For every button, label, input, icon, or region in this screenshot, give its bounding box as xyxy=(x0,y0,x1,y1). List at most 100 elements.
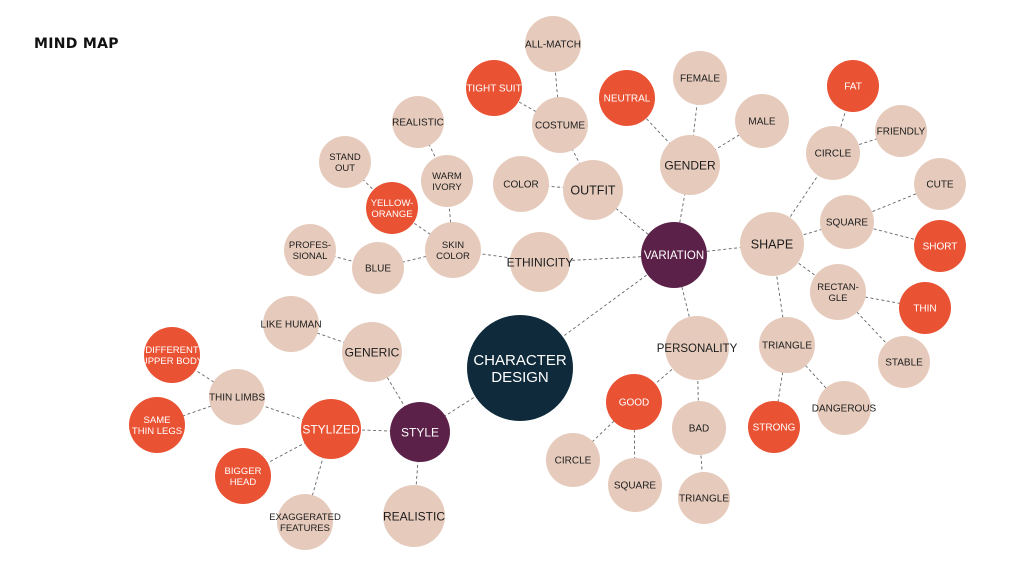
node-label-exaggerated-features-line-1: EXAGGERATED xyxy=(269,512,341,523)
node-circle-character-design xyxy=(467,315,573,421)
node-circle-male xyxy=(735,94,789,148)
node-label-yellow-orange-line-1: YELLOW- xyxy=(371,198,414,209)
node-circle-neutral xyxy=(599,70,655,126)
node-variation: VARIATION xyxy=(641,222,707,288)
node-label-circle-good: CIRCLE xyxy=(555,456,592,467)
node-circle-bigger-head xyxy=(215,448,271,504)
node-label-character-design-line-2: DESIGN xyxy=(491,369,549,386)
node-stylized: STYLIZED xyxy=(301,399,361,459)
node-label-stylized: STYLIZED xyxy=(302,422,360,436)
node-label-warm-ivory-line-2: IVORY xyxy=(432,182,462,193)
node-style: STYLE xyxy=(390,402,450,462)
node-circle-stylized xyxy=(301,399,361,459)
node-label-skin-color-line-1: SKIN xyxy=(442,240,464,251)
node-label-female: FEMALE xyxy=(680,74,720,85)
node-blue: BLUE xyxy=(352,242,404,294)
node-label-variation: VARIATION xyxy=(644,250,704,262)
edge-gender-to-neutral xyxy=(626,97,691,166)
node-label-square-shape: SQUARE xyxy=(826,218,869,229)
node-circle-strong xyxy=(748,401,800,453)
node-label-skin-color-line-2: COLOR xyxy=(436,251,470,262)
node-label-thin: THIN xyxy=(913,304,936,315)
node-neutral: NEUTRAL xyxy=(599,70,655,126)
node-label-like-human: LIKE HUMAN xyxy=(260,320,321,331)
node-label-different-upper-body-line-1: DIFFERENT xyxy=(145,345,199,356)
node-circle-variation xyxy=(641,222,707,288)
node-label-neutral: NEUTRAL xyxy=(604,94,651,105)
node-label-cute: CUTE xyxy=(926,180,954,191)
node-stable: STABLE xyxy=(878,336,930,388)
node-label-bigger-head-line-2: HEAD xyxy=(230,477,257,488)
node-label-exaggerated-features-line-2: FEATURES xyxy=(280,523,330,534)
node-circle-generic xyxy=(342,322,402,382)
node-all-match: ALL-MATCH xyxy=(525,16,581,72)
node-circle-realistic-style xyxy=(383,485,445,547)
node-label-outfit: OUTFIT xyxy=(570,184,615,198)
node-circle-rectangle xyxy=(810,264,866,320)
node-circle-skin-color xyxy=(425,222,481,278)
node-triangle-bad: TRIANGLE xyxy=(678,472,730,524)
node-circle-square-good xyxy=(608,458,662,512)
node-ethinicity: ETHINICITY xyxy=(507,232,574,292)
node-label-all-match: ALL-MATCH xyxy=(525,40,581,51)
node-circle-female xyxy=(673,51,727,105)
node-circle-style xyxy=(390,402,450,462)
node-circle-friendly xyxy=(875,105,927,157)
node-label-triangle-bad: TRIANGLE xyxy=(679,494,729,505)
node-circle-ethinicity xyxy=(510,232,570,292)
node-gender: GENDER xyxy=(660,135,720,195)
node-label-different-upper-body-line-2: UPPER BODY xyxy=(141,356,204,367)
node-circle-triangle-bad xyxy=(678,472,730,524)
node-label-stand-out-line-2: OUT xyxy=(335,163,355,174)
node-label-same-thin-legs-line-2: THIN LEGS xyxy=(132,426,182,437)
node-label-gender: GENDER xyxy=(664,158,716,172)
node-circle-dangerous xyxy=(817,381,871,435)
node-shape: SHAPE xyxy=(740,212,804,276)
node-label-character-design-line-1: CHARACTER xyxy=(473,352,567,369)
node-male: MALE xyxy=(735,94,789,148)
node-circle-gender xyxy=(660,135,720,195)
node-circle-realistic-skin xyxy=(392,96,444,148)
node-label-triangle-shape: TRIANGLE xyxy=(762,341,812,352)
node-thin-limbs: THIN LIMBS xyxy=(209,369,265,425)
node-costume: COSTUME xyxy=(532,97,588,153)
node-tight-suit: TIGHT SUIT xyxy=(466,60,522,116)
node-label-costume: COSTUME xyxy=(535,121,585,132)
node-bad: BAD xyxy=(672,401,726,455)
node-circle-stable xyxy=(878,336,930,388)
node-label-circle-shape: CIRCLE xyxy=(815,149,852,160)
node-label-blue: BLUE xyxy=(365,264,391,275)
node-label-bad: BAD xyxy=(689,424,710,435)
node-circle-outfit xyxy=(563,160,623,220)
node-label-rectangle-line-2: GLE xyxy=(828,293,847,304)
node-circle-blue xyxy=(352,242,404,294)
page-title: MIND MAP xyxy=(34,36,119,52)
node-circle-thin-limbs xyxy=(209,369,265,425)
node-label-square-good: SQUARE xyxy=(614,481,657,492)
node-label-style: STYLE xyxy=(401,425,439,439)
node-label-bigger-head-line-1: BIGGER xyxy=(225,466,262,477)
node-realistic-style: REALISTIC xyxy=(383,485,445,547)
node-color: COLOR xyxy=(493,156,549,212)
node-label-stand-out-line-1: STAND xyxy=(329,152,361,163)
node-label-strong: STRONG xyxy=(753,423,796,434)
node-label-dangerous: DANGEROUS xyxy=(812,404,877,415)
node-label-thin-limbs: THIN LIMBS xyxy=(209,393,265,404)
node-circle-like-human xyxy=(263,296,319,352)
node-circle-fat xyxy=(827,60,879,112)
node-circle-stand-out xyxy=(319,136,371,188)
node-fat: FAT xyxy=(827,60,879,112)
node-label-ethinicity: ETHINICITY xyxy=(507,255,574,269)
node-label-realistic-style: REALISTIC xyxy=(383,509,445,523)
node-label-good: GOOD xyxy=(619,398,650,409)
node-label-male: MALE xyxy=(748,117,776,128)
node-circle-personality xyxy=(665,316,729,380)
node-short: SHORT xyxy=(914,220,966,272)
node-circle-different-upper-body xyxy=(144,327,200,383)
